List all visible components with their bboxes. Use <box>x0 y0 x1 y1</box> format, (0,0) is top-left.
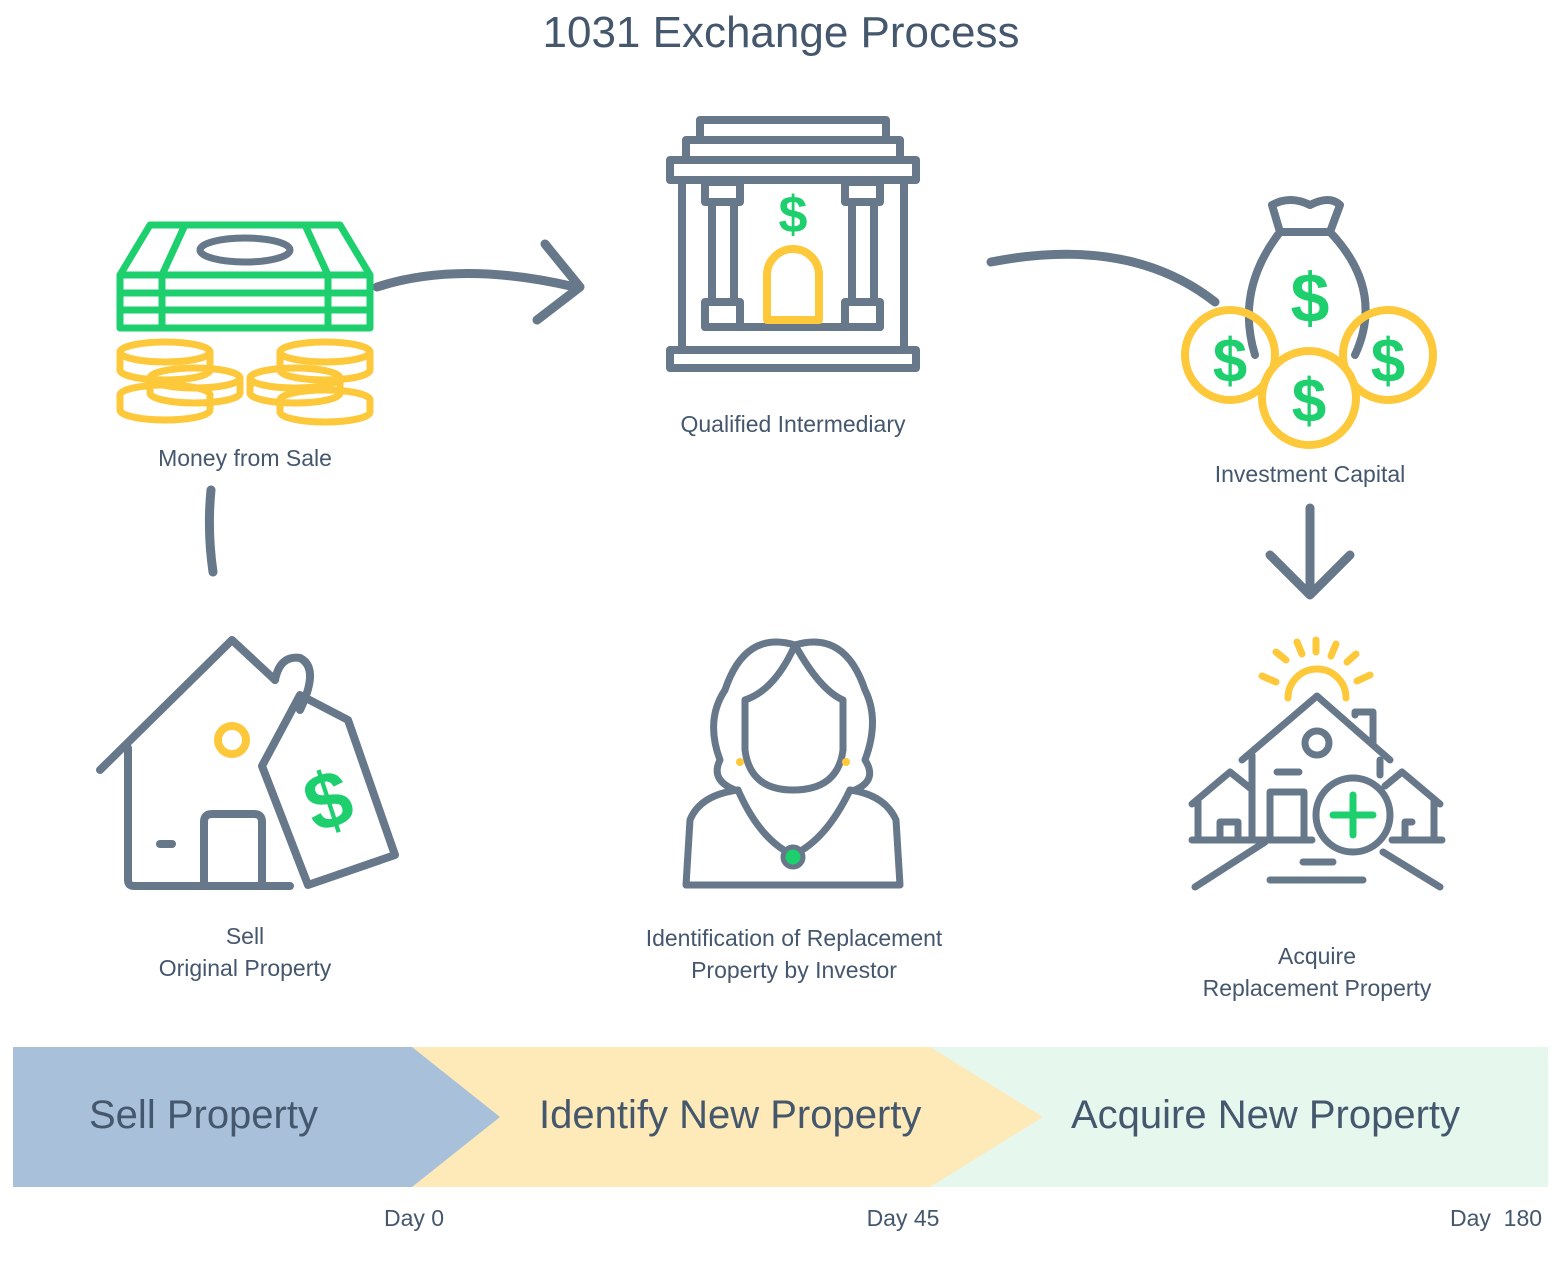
label-investment-capital: Investment Capital <box>1214 461 1406 487</box>
money-bag-icon: $ $ $ $ <box>1181 196 1437 449</box>
day-180-label: Day 180 <box>1449 1205 1543 1231</box>
investor-woman-icon <box>682 638 904 889</box>
bank-icon: $ <box>666 116 920 372</box>
phase-band-acquire <box>13 1047 500 1187</box>
arrow-capital-to-acquire <box>1265 503 1355 600</box>
svg-text:$: $ <box>293 751 363 849</box>
svg-text:$: $ <box>1291 259 1330 337</box>
page-title: 1031 Exchange Process <box>542 8 1020 57</box>
house-price-tag-icon: $ <box>96 636 399 890</box>
arrow-money-to-intermediary <box>372 239 585 325</box>
arrow-intermediary-to-capital <box>986 249 1220 307</box>
timeline-bar <box>13 1047 1548 1187</box>
house-search-plus-icon <box>1188 636 1446 891</box>
phase-sell-property: Sell Property <box>89 1093 318 1137</box>
cash-and-coins-icon <box>116 221 374 426</box>
label-acquire-replacement: Acquire Replacement Property <box>1202 943 1432 1001</box>
svg-text:$: $ <box>1371 327 1405 396</box>
svg-text:$: $ <box>779 186 808 244</box>
phase-band-sell <box>930 1047 1548 1187</box>
label-money-from-sale: Money from Sale <box>158 445 332 471</box>
day-0-label: Day 0 <box>383 1205 445 1231</box>
phase-band-identify <box>412 1047 1043 1187</box>
label-sell-original-property: Sell Original Property <box>158 923 332 981</box>
phase-acquire-new-property: Acquire New Property <box>1071 1093 1461 1137</box>
arrow-sell-to-money <box>204 485 218 577</box>
label-qualified-intermediary: Qualified Intermediary <box>680 411 906 437</box>
label-identification-replacement: Identification of Replacement Property b… <box>645 925 943 983</box>
day-45-label: Day 45 <box>866 1205 940 1231</box>
svg-text:$: $ <box>1213 327 1247 396</box>
svg-text:$: $ <box>1292 367 1326 436</box>
phase-identify-new-property: Identify New Property <box>539 1093 922 1137</box>
